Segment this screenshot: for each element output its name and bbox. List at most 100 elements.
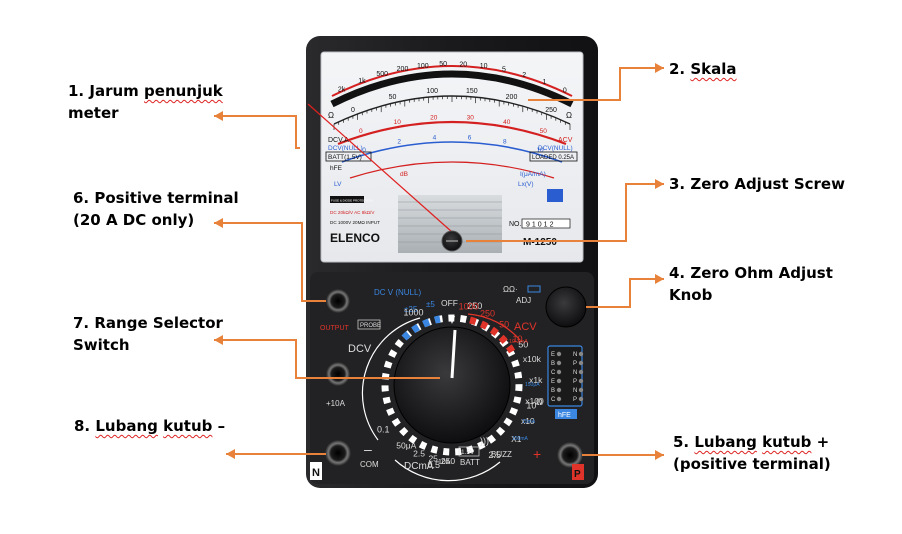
scale-arc-blue	[341, 141, 563, 163]
com-label: COM	[360, 460, 379, 469]
label-4-zero-ohm-knob: 4. Zero Ohm Adjust Knob	[669, 264, 833, 304]
hfe-right-pin-hole	[578, 387, 584, 393]
arrow-2-scale	[528, 67, 664, 101]
minus-sign: –	[364, 441, 372, 457]
ohm-scale-label-10: 1	[543, 79, 547, 86]
label-2-scale: 2. Skala	[669, 60, 737, 78]
dial-arc-dcma	[394, 459, 501, 482]
acv-range-0: 1000	[459, 302, 479, 312]
dcv-mid-label-4: 40	[503, 119, 511, 126]
hfe-left-pin-5: C	[551, 397, 556, 403]
hfe-left-pin-hole	[556, 387, 562, 393]
output-label: OUTPUT	[320, 325, 350, 332]
dcv-scale-label-3: 150	[466, 88, 478, 95]
dcv-low-label-4: 8	[503, 139, 507, 146]
selector-pointer	[450, 329, 457, 379]
row-label-dcv-null-r: DCV(NULL)	[538, 145, 573, 152]
com-jack[interactable]	[325, 440, 351, 466]
dcma-range-1: 2.5	[413, 449, 425, 459]
arrow-4-knob-head	[655, 274, 664, 284]
dcv-mid-label-0: 0	[359, 128, 363, 135]
dial-dash-blue	[401, 315, 441, 341]
buzz-label: BUZZ	[491, 450, 512, 459]
hfe-right-pin-hole	[578, 369, 584, 375]
probe-label: PROBE	[360, 323, 381, 329]
row-label-current: I(μA/mA)	[520, 171, 546, 178]
acv-range-2: 50	[499, 319, 509, 329]
hfe-right-pin-hole	[578, 351, 584, 357]
ohm-scale-label-7: 10	[480, 63, 488, 70]
hfe-left-pin-hole	[556, 378, 562, 384]
ohm-range-2: x100	[525, 396, 544, 406]
ohm-scale-label-4: 100	[417, 63, 429, 70]
hfe-right-pin-hole	[578, 378, 584, 384]
acv-range-1: 250	[480, 308, 495, 318]
adj-label: ADJ	[516, 296, 531, 305]
scale-ticks	[333, 96, 571, 130]
brand-name: ELENCO	[330, 231, 380, 245]
output-jack[interactable]	[326, 289, 350, 313]
arrow-1-needle	[214, 115, 300, 149]
off-label: OFF	[441, 298, 458, 308]
dcv-range-3: 10	[526, 401, 536, 411]
acv-range-3: 10	[512, 334, 522, 344]
dcma-label: DCmA	[404, 461, 434, 472]
serial-prefix: NO.	[509, 221, 522, 228]
hfe-left-pin-hole	[556, 396, 562, 402]
n-tag: N	[312, 467, 320, 479]
dcv-low-label-0: 0	[362, 147, 366, 154]
arrow-1-needle-head	[214, 111, 223, 121]
arrow-5-positive-head	[655, 450, 664, 460]
row-label-lxv: Lx(V)	[518, 181, 534, 188]
spec-line-1: DC 20kΩ/V AC 8kΩ/V	[330, 210, 375, 215]
batt-badge: 1.5V	[461, 449, 475, 456]
dcv-range-4: 2.5	[488, 450, 501, 460]
ohm-note-2: 150mA	[512, 436, 529, 442]
arrow-6-output-head	[214, 218, 223, 228]
row-label-acv: ACV	[558, 137, 573, 144]
dcv-mid-label-5: 50	[540, 128, 548, 135]
acv-note: 10.2mA	[509, 339, 528, 345]
ohm-range-4: X1	[511, 434, 522, 444]
arrow-2-scale-head	[655, 63, 664, 73]
ohm-range-3: x10	[521, 416, 535, 426]
positive-jack[interactable]	[557, 442, 583, 468]
ohm-range-1: x1k	[529, 375, 543, 385]
jack-10a[interactable]	[326, 362, 350, 386]
db-label: dB	[400, 171, 408, 178]
ohm-note-0: 150μA	[525, 382, 540, 388]
ohm-scale-label-3: 200	[397, 66, 409, 73]
meter-needle	[307, 103, 453, 233]
dcv-range-5: 0.5	[428, 460, 441, 470]
row-label-hfe: hFE	[330, 165, 343, 172]
ohm-range-0: x10k	[523, 354, 542, 364]
range-selector-knob[interactable]	[393, 326, 511, 444]
dial-arc-dcv	[361, 317, 421, 441]
label-6-positive-20a: 6. Positive terminal (20 A DC only)	[73, 189, 239, 229]
label-7-range-selector: 7. Range Selector Switch	[73, 314, 223, 354]
dcv-scale-label-4: 200	[506, 94, 518, 101]
dcv-range-1: 250	[467, 301, 482, 311]
serial-number: 91012	[526, 222, 555, 229]
dcv-low-label-2: 4	[433, 135, 437, 142]
zero-ohm-adjust-knob[interactable]	[545, 286, 587, 328]
pm5-label: ±5	[426, 300, 435, 309]
hfe-socket[interactable]	[547, 345, 583, 407]
batt-label: BATT	[460, 458, 480, 467]
p-tag: P	[574, 469, 581, 480]
hfe-left-pin-3: E	[551, 379, 555, 385]
row-label-loaded: LOADED 0.25A	[532, 155, 574, 161]
dcv-label: DCV	[348, 343, 372, 355]
hfe-left-pin-hole	[556, 369, 562, 375]
dcv-mid-label-3: 30	[467, 115, 475, 122]
hfe-left-pin-0: E	[551, 352, 555, 358]
pm25-label: ±25	[404, 305, 418, 314]
